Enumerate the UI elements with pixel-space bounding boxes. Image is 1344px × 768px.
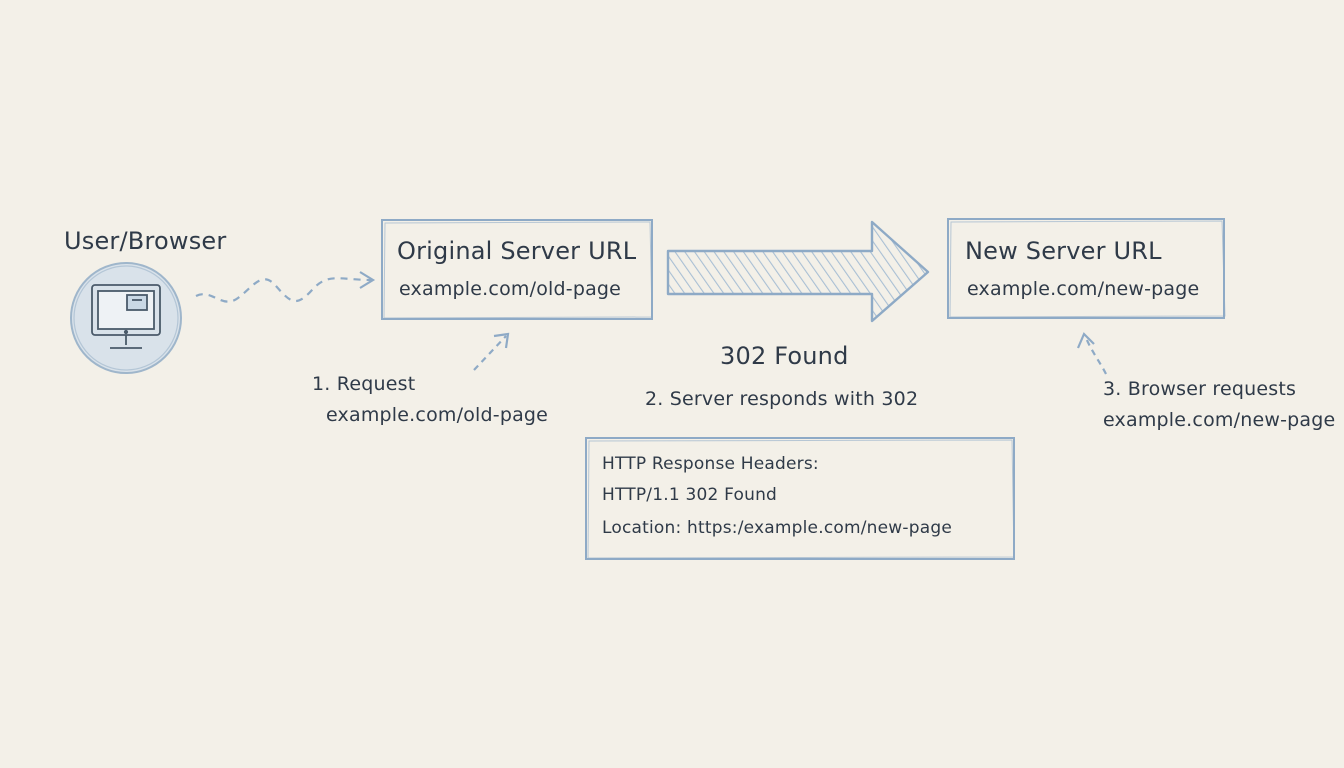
redirect-status-label: 302 Found bbox=[720, 342, 849, 370]
step3-arrow bbox=[1076, 332, 1107, 375]
new-server-box bbox=[947, 218, 1226, 319]
headers-status-line: HTTP/1.1 302 Found bbox=[602, 485, 778, 505]
original-server-title: Original Server URL bbox=[397, 237, 637, 265]
headers-box bbox=[585, 437, 1015, 560]
headers-title: HTTP Response Headers: bbox=[602, 454, 819, 474]
step3-line1: 3. Browser requests bbox=[1103, 378, 1297, 400]
step1-arrow bbox=[473, 332, 510, 371]
original-server-box bbox=[381, 219, 653, 320]
redirect-arrow bbox=[666, 220, 930, 323]
step2-label: 2. Server responds with 302 bbox=[645, 388, 919, 410]
step3-line2: example.com/new-page bbox=[1103, 409, 1336, 431]
step1-line1: 1. Request bbox=[312, 373, 416, 395]
step1-line2: example.com/old-page bbox=[326, 404, 549, 426]
user-browser-node bbox=[70, 262, 182, 374]
request-arrow bbox=[195, 271, 376, 303]
user-browser-label: User/Browser bbox=[64, 227, 227, 255]
headers-location: Location: https:/example.com/new-page bbox=[602, 518, 952, 538]
original-server-url: example.com/old-page bbox=[399, 278, 622, 300]
new-server-title: New Server URL bbox=[965, 237, 1162, 265]
monitor-icon bbox=[91, 284, 161, 349]
new-server-url: example.com/new-page bbox=[967, 278, 1200, 300]
